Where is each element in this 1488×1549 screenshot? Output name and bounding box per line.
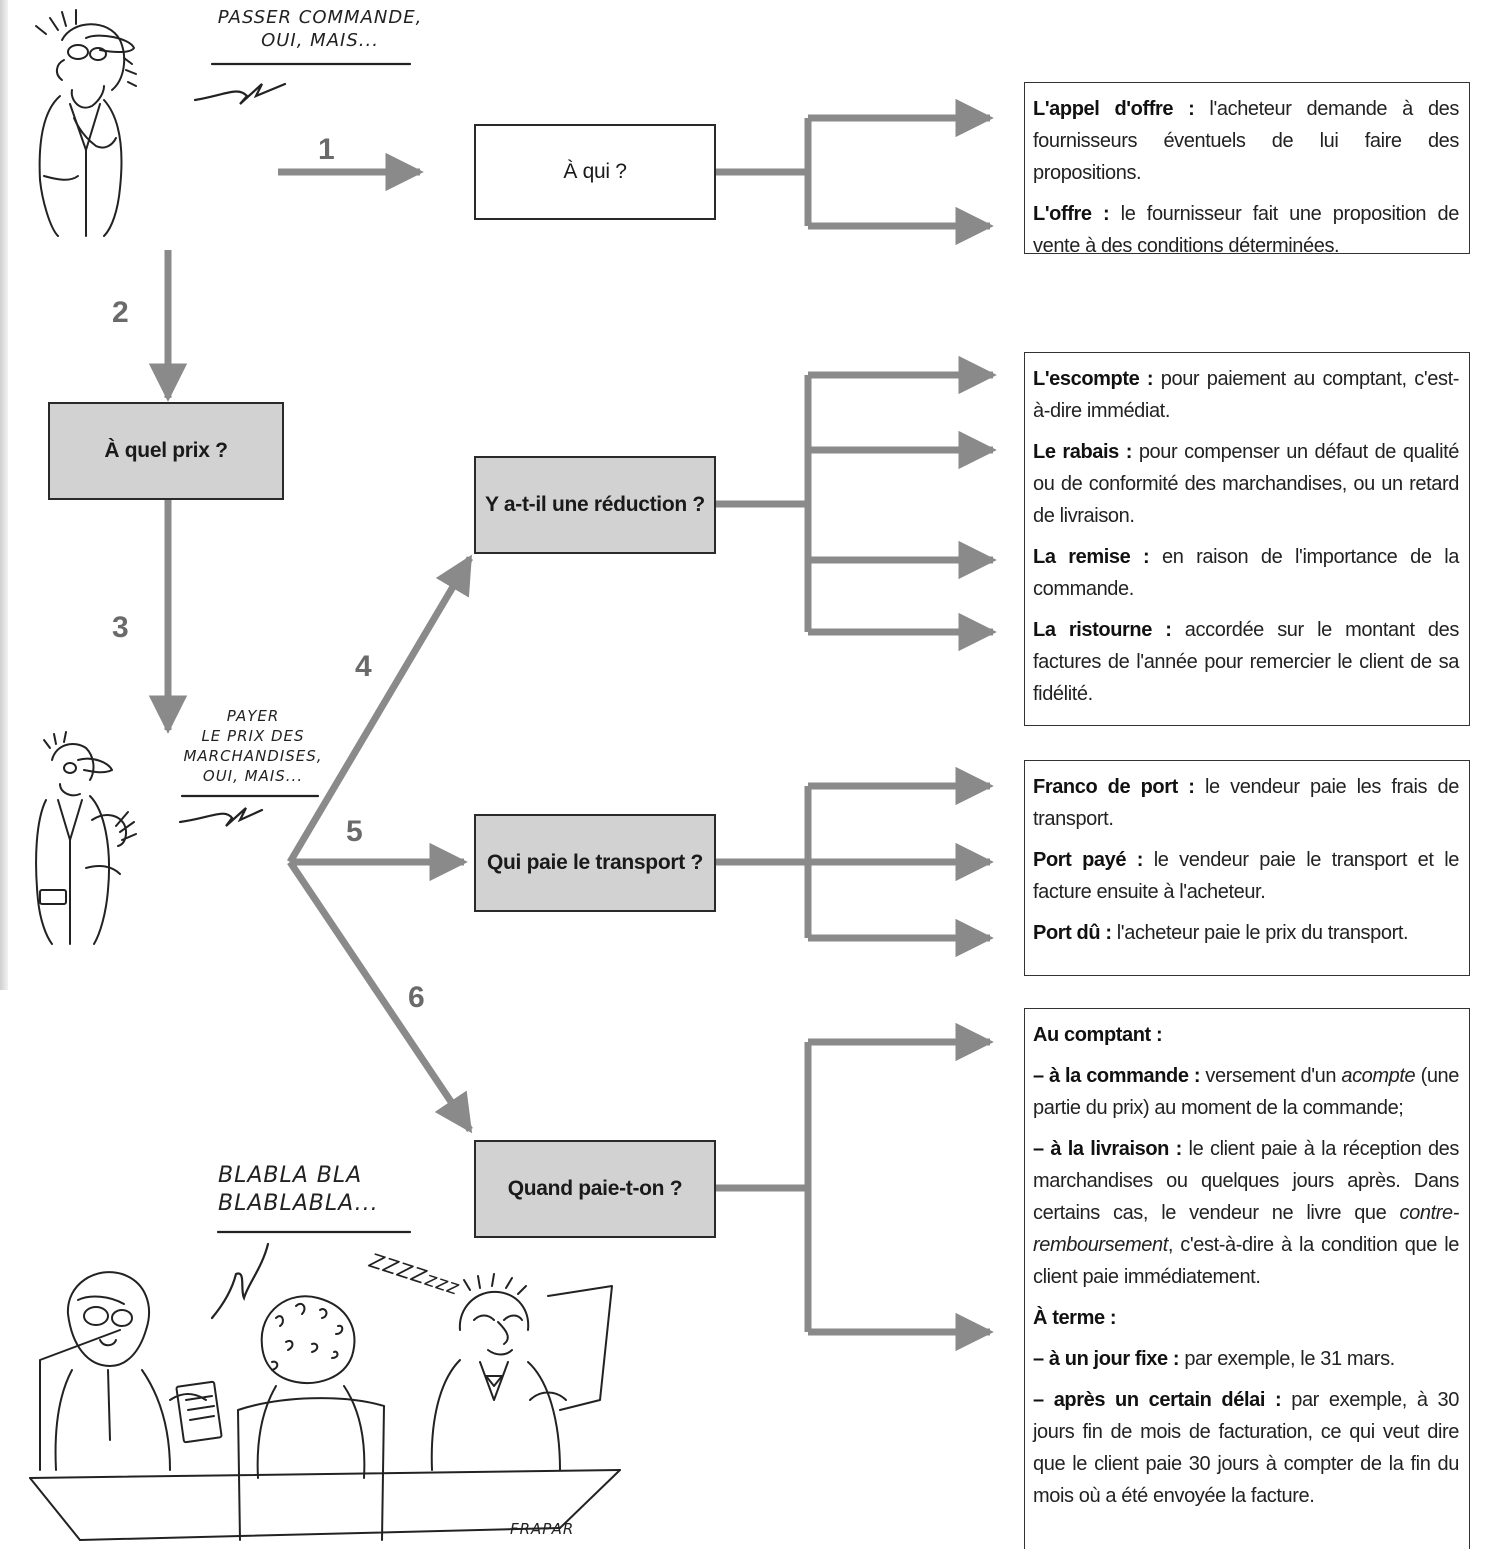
term-rabais: Le rabais : [1033,441,1132,463]
term-franco-de-port: Franco de port : [1033,776,1195,798]
question-a-quel-prix-label: À quel prix ? [104,439,228,462]
definition-ristourne: La ristourne : accordée sur le montant d… [1033,614,1459,710]
text-escompte: pour paiement au comptant, c'est-à-dire … [1033,368,1459,422]
question-transport-label: Qui paie le transport ? [487,851,703,874]
definition-rabais: Le rabais : pour compenser un défaut de … [1033,436,1459,532]
text-franco-de-port: le vendeur paie les frais de transport. [1033,776,1460,830]
cartoon-buyer-paying [35,731,137,945]
text-a-la-livraison-2: , c'est-à-dire à la condition que le cli… [1033,1234,1459,1288]
step-number-1: 1 [318,133,335,166]
step-number-2: 2 [112,296,129,329]
speech-tail-top [193,82,287,105]
question-a-quel-prix: À quel prix ? [48,402,284,500]
step-number-4: 4 [355,650,372,683]
speech-middle-line-1: PAYER [226,707,280,725]
definition-port-paye: Port payé : le vendeur paie le transport… [1033,844,1459,908]
arrow-step-4 [286,554,474,864]
term-port-paye: Port payé : [1033,849,1144,871]
text-certain-delai: par exemple, à 30 jours fin de mois de f… [1033,1389,1459,1507]
speech-top: PASSER COMMANDE, OUI, MAIS... [200,6,440,52]
speech-middle-line-3: MARCHANDISES, [183,747,323,765]
definition-franco-de-port: Franco de port : le vendeur paie les fra… [1033,771,1459,835]
text-rabais: pour compenser un défaut de qualité ou d… [1033,441,1459,527]
arrow-step-6 [287,860,473,1134]
question-transport: Qui paie le transport ? [474,814,716,912]
question-quand: Quand paie-t-on ? [474,1140,716,1238]
cartoon-meeting-scene [29,1271,621,1541]
definition-remise: La remise : en raison de l'importance de… [1033,541,1459,605]
text-port-du: l'acheteur paie le prix du transport. [1111,922,1409,944]
heading-au-comptant: Au comptant : [1033,1019,1459,1051]
question-reduction: Y a-t-il une réduction ? [474,456,716,554]
definition-offre: L'offre : le fournisseur fait une propos… [1033,198,1459,262]
step-number-3: 3 [112,611,129,644]
heading-a-terme: À terme : [1033,1302,1459,1334]
term-certain-delai: – après un certain délai : [1033,1389,1282,1411]
definition-escompte: L'escompte : pour paiement au comptant, … [1033,363,1459,427]
term-ristourne: La ristourne : [1033,619,1172,641]
info-box-a-qui: L'appel d'offre : l'acheteur demande à d… [1024,82,1470,257]
cartoon-buyer-thinking [35,9,137,237]
definition-appel-d-offre: L'appel d'offre : l'acheteur demande à d… [1033,93,1459,189]
speech-top-line-2: OUI, MAIS... [261,30,379,51]
term-a-la-commande: – à la commande : [1033,1065,1201,1087]
page-edge-shadow [0,0,8,990]
text-remise: en raison de l'importance de la commande… [1033,546,1459,600]
question-reduction-label: Y a-t-il une réduction ? [485,493,705,516]
text-appel-d-offre: l'acheteur demande à des fournisseurs év… [1033,98,1459,184]
text-offre: le fournisseur fait une proposition de v… [1033,203,1459,257]
definition-jour-fixe: – à un jour fixe : par exemple, le 31 ma… [1033,1343,1459,1375]
term-remise: La remise : [1033,546,1150,568]
info-box-quand: Au comptant : – à la commande : versemen… [1024,1008,1470,1549]
heading-a-terme-label: À terme : [1033,1307,1117,1329]
info-box-transport: Franco de port : le vendeur paie les fra… [1024,760,1470,976]
speech-middle-line-4: OUI, MAIS... [202,767,304,785]
speech-bottom-line-1: BLABLA BLA [218,1163,363,1188]
text-port-paye: le vendeur paie le transport et le factu… [1033,849,1459,903]
term-offre: L'offre : [1033,203,1110,225]
question-a-qui-label: À qui ? [563,160,627,183]
heading-au-comptant-label: Au comptant : [1033,1024,1163,1046]
speech-tail-bottom [210,1242,270,1320]
speech-bottom: BLABLA BLA BLABLABLA... [218,1162,418,1218]
text-a-la-livraison-1: le client paie à la réception des marcha… [1033,1138,1459,1224]
info-box-reduction: L'escompte : pour paiement au comptant, … [1024,352,1470,726]
text-ristourne: accordée sur le montant des factures de … [1033,619,1459,705]
speech-bottom-line-2: BLABLABLA... [218,1191,379,1216]
speech-middle: PAYER LE PRIX DES MARCHANDISES, OUI, MAI… [168,706,338,786]
step-number-5: 5 [346,815,363,848]
em-acompte: acompte [1341,1065,1416,1087]
definition-certain-delai: – après un certain délai : par exemple, … [1033,1384,1459,1512]
term-a-la-livraison: – à la livraison : [1033,1138,1182,1160]
text-a-la-commande-1: versement d'un [1200,1065,1342,1087]
step-number-6: 6 [408,981,425,1014]
text-a-la-commande-2: (une partie du prix) au moment de la com… [1033,1065,1459,1119]
term-appel-d-offre: L'appel d'offre : [1033,98,1195,120]
artist-signature: FRAPAR [510,1520,575,1538]
speech-top-line-1: PASSER COMMANDE, [217,7,423,28]
definition-a-la-livraison: – à la livraison : le client paie à la r… [1033,1133,1459,1293]
definition-a-la-commande: – à la commande : versement d'un acompte… [1033,1060,1459,1124]
text-jour-fixe: par exemple, le 31 mars. [1179,1348,1395,1370]
em-contre-remboursement: contre-remboursement [1033,1202,1459,1256]
term-port-du: Port dû : [1033,922,1112,944]
question-a-qui: À qui ? [474,124,716,220]
term-jour-fixe: – à un jour fixe : [1033,1348,1180,1370]
definition-port-du: Port dû : l'acheteur paie le prix du tra… [1033,917,1459,949]
speech-tail-middle [178,807,264,827]
speech-middle-line-2: LE PRIX DES [201,727,305,745]
question-quand-label: Quand paie-t-on ? [507,1177,683,1200]
term-escompte: L'escompte : [1033,368,1154,390]
